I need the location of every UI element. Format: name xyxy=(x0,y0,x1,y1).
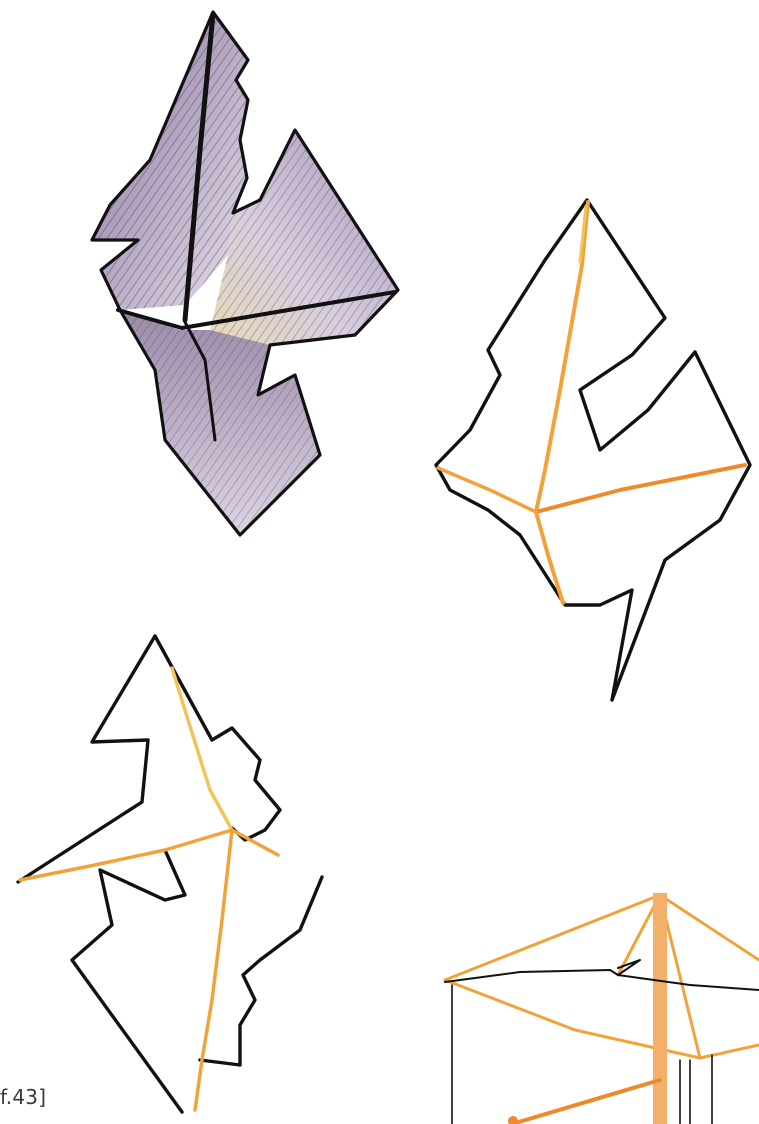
left-outline-middle xyxy=(72,850,185,1112)
roof-lower-beam xyxy=(512,1080,660,1124)
left-fold-vertical xyxy=(195,830,232,1110)
roof-central-post xyxy=(653,893,667,1124)
right-outline xyxy=(436,200,750,700)
right-fold-lower xyxy=(536,512,563,603)
orange-fold-sketch-left xyxy=(18,636,322,1112)
figure-caption: f.43] xyxy=(0,1085,46,1109)
left-fold-top xyxy=(172,668,232,830)
shaded-panel-upper-hatch xyxy=(92,12,248,310)
shaded-origami-sketch xyxy=(92,12,398,535)
roof-eave-front xyxy=(445,980,759,1058)
roof-structure-sketch xyxy=(445,893,759,1124)
left-outline-upper xyxy=(18,636,155,882)
right-fold-horizontal xyxy=(536,465,745,512)
left-outline xyxy=(155,636,280,840)
roof-inner-edge xyxy=(618,975,759,990)
left-outline-right xyxy=(200,877,322,1065)
roof-inner-outline xyxy=(445,960,640,982)
orange-fold-sketch-right xyxy=(436,200,750,700)
roof-beam-end xyxy=(508,1116,518,1124)
